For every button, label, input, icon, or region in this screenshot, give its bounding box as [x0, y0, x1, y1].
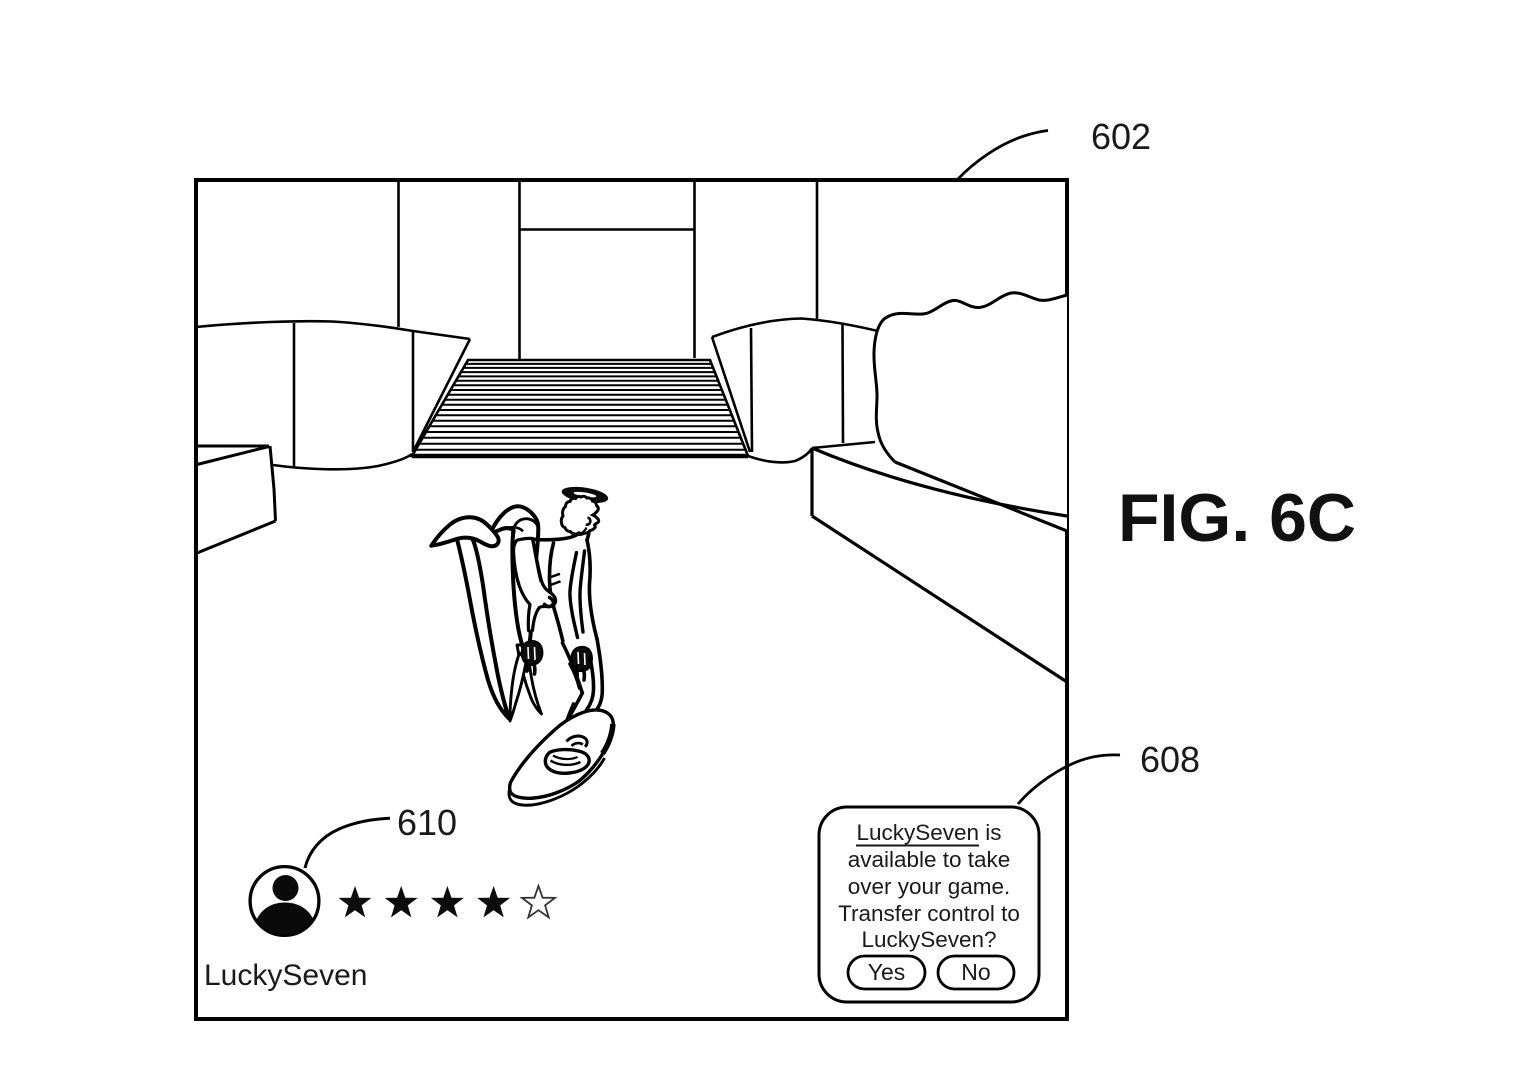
svg-text:LuckySeven?: LuckySeven? [861, 927, 996, 952]
svg-text:over your game.: over your game. [848, 874, 1011, 899]
svg-text:LuckySeven is: LuckySeven is [856, 820, 1001, 845]
svg-text:Transfer control to: Transfer control to [838, 901, 1020, 926]
svg-text:LuckySeven: LuckySeven [204, 959, 367, 992]
svg-text:FIG. 6C: FIG. 6C [1118, 480, 1356, 556]
svg-text:No: No [961, 959, 990, 985]
svg-text:available to take: available to take [848, 847, 1011, 872]
svg-text:608: 608 [1140, 739, 1200, 780]
svg-text:602: 602 [1091, 116, 1151, 157]
svg-text:Yes: Yes [868, 959, 906, 985]
svg-text:610: 610 [397, 802, 457, 843]
